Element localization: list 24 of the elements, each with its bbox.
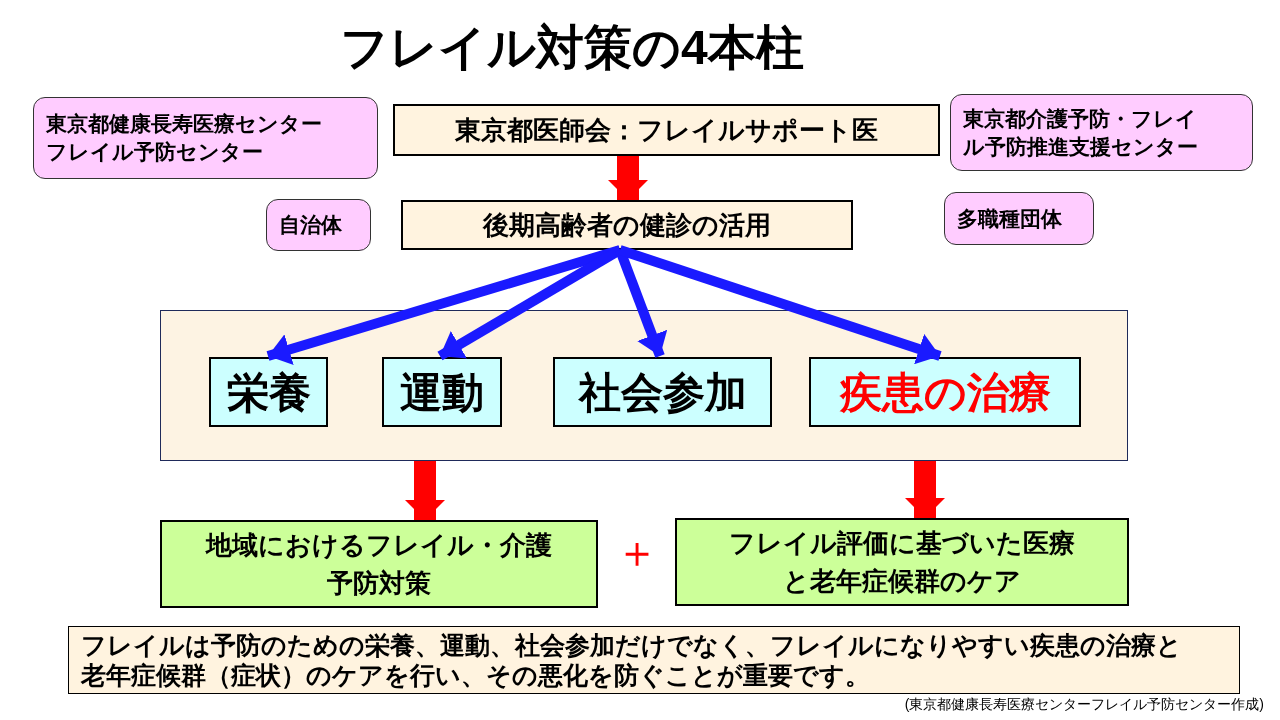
pillar-box: 疾患の治療: [809, 357, 1081, 427]
title: フレイル対策の4本柱: [340, 20, 804, 76]
arrow: [266, 245, 622, 365]
process-box: 東京都医師会：フレイルサポート医: [393, 104, 940, 156]
plus-sign: ＋: [615, 530, 659, 574]
pillar-box: 栄養: [209, 357, 328, 427]
process-box: 後期高齢者の健診の活用: [401, 200, 853, 250]
arrow: [618, 245, 942, 365]
arrow: [905, 461, 945, 518]
arrow: [405, 461, 445, 520]
organization-box: 東京都介護予防・フレイル予防推進支援センター: [950, 94, 1253, 171]
outcome-box: フレイル評価に基づいた医療と老年症候群のケア: [675, 518, 1129, 606]
arrow: [437, 245, 623, 361]
arrow: [608, 156, 648, 200]
arrow: [615, 248, 668, 358]
organization-box: 自治体: [266, 199, 371, 251]
organization-box: 多職種団体: [944, 192, 1094, 245]
organization-box: 東京都健康長寿医療センターフレイル予防センター: [33, 97, 378, 179]
panel-background: [160, 310, 1128, 461]
caption: (東京都健康長寿医療センターフレイル予防センター作成): [904, 697, 1264, 711]
pillar-box: 社会参加: [553, 357, 772, 427]
outcome-box: 地域におけるフレイル・介護予防対策: [160, 520, 598, 608]
pillar-box: 運動: [382, 357, 502, 427]
note-box: フレイルは予防のための栄養、運動、社会参加だけでなく、フレイルになりやすい疾患の治療と老年症候群（症状）のケアを行い、その悪化を防ぐことが重要です。: [68, 626, 1240, 694]
